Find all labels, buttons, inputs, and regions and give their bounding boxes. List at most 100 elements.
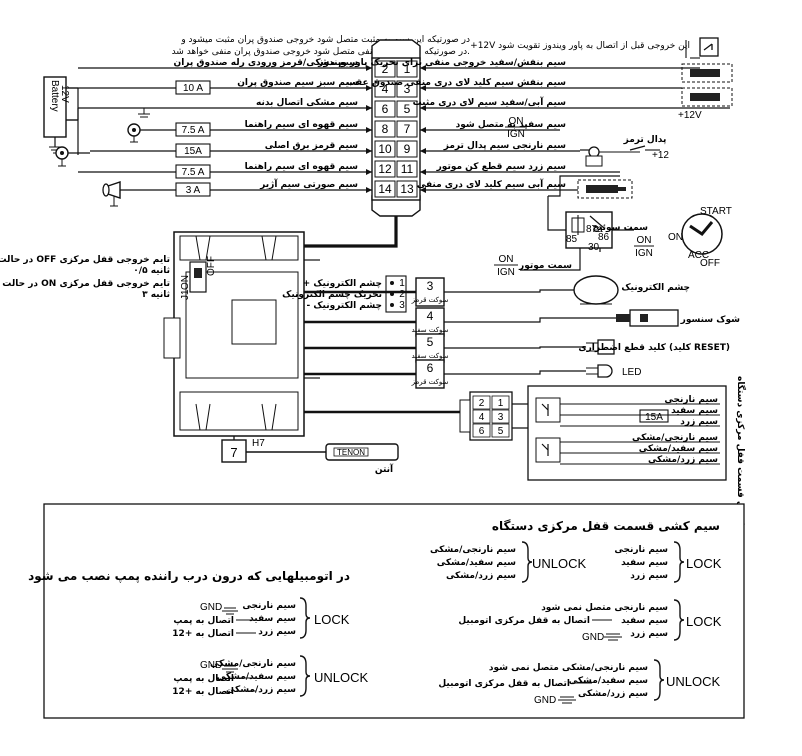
gnd-label: GND [200, 660, 222, 671]
lock-pin-number: 5 [498, 426, 504, 437]
bottom-wire-label: سیم سفید [621, 558, 668, 568]
pin-box [374, 80, 396, 98]
bottom-wire-label: سیم زرد [258, 627, 296, 637]
fuse-rating: 7.5 A [182, 125, 205, 136]
pin-box [374, 60, 396, 78]
antenna-label: آنتن [375, 463, 394, 475]
bottom-wire-label: سیم نارنجی [614, 545, 668, 555]
relay-motor-side: سمت موتور [518, 261, 572, 271]
socket-label: سوکت قرمز [411, 296, 449, 304]
jumper-note3: در حالت ON تایم خروجی قفل مرکزی [2, 279, 170, 289]
pin-number: 3 [404, 82, 411, 96]
brace [673, 541, 685, 583]
brake-plus12: +12 [652, 150, 669, 161]
lock-pin-number: 4 [479, 412, 485, 423]
brace [299, 655, 311, 697]
pin-number: 11 [401, 162, 414, 176]
pin-number: 5 [404, 102, 411, 116]
lock-pin-number: 1 [498, 398, 504, 409]
h7-label: H7 [252, 438, 265, 449]
brace [673, 599, 685, 641]
ignition-off: OFF [700, 258, 720, 269]
h7-num: 7 [230, 445, 237, 460]
ign-label: IGN [507, 129, 525, 140]
left-wire: 7.5 A سیم قهوه ای سیم راهنما [78, 162, 372, 179]
bottom-group-label: UNLOCK [314, 670, 369, 685]
lock-wire-label: سیم سفید [671, 406, 718, 416]
pin-box [374, 100, 396, 118]
relay-switch-side: سمت سوئیچ [592, 223, 648, 233]
wire-label: سیم قرمز برق اصلی [265, 141, 358, 151]
lock-pin-number: 6 [479, 426, 485, 437]
left-wire: 7.5 A سیم قهوه ای سیم راهنما [160, 120, 372, 137]
plus12-label: اتصال به +12 [172, 629, 234, 639]
sensor-pin-label: - چشم الکترونیک [306, 301, 382, 311]
pin-box [396, 180, 418, 198]
device-led-label: LED [622, 367, 641, 378]
fuse-box [175, 182, 211, 197]
socket: 3 سوکت قرمز [304, 277, 574, 307]
ignition-on: ON [668, 232, 683, 243]
wire-label: سیم قهوه ای سیم راهنما [245, 162, 359, 172]
bottom-subtitle: در اتومبیلهایی که درون درب راننده پمپ نص… [28, 569, 350, 584]
power-note: +12V این خروجی قبل از اتصال به پاور ویند… [470, 41, 690, 51]
main-harness [304, 216, 398, 248]
lock-pin-number: 3 [498, 412, 504, 423]
brake-label: پدال ترمز [623, 135, 667, 145]
bottom-wire-label: سیم زرد [630, 629, 668, 639]
pin-box [396, 120, 418, 138]
pin-number: 12 [378, 162, 392, 176]
brake-switch: پدال ترمز +12 [580, 135, 669, 167]
sensor-pin-number: 2 [399, 289, 405, 300]
pin-number: 7 [404, 122, 411, 136]
pin-box [396, 100, 418, 118]
ignition-switch: START ON ACC OFF [668, 206, 732, 269]
left-wire: سیم مشکی اتصال بدنه [78, 98, 372, 118]
top-note-line2: در صورتیکه این سیم به منفی متصل شود خروج… [172, 47, 470, 57]
bottom-wire-label: سیم نارنجی متصل نمی شود [541, 603, 668, 613]
top-note-line1: در صورتیکه این سیم به مثبت متصل شود خروج… [180, 35, 470, 45]
relay: 87a 86 85 30 سمت سوئیچ ON IGN ON IGN سمت… [494, 175, 654, 278]
wire-label: سیم قهوه ای سیم راهنما [245, 120, 359, 130]
bottom-wire-label: سیم سفید/مشکی [569, 676, 648, 686]
socket-label: سوکت سفید [411, 352, 448, 360]
socket-number: 3 [427, 279, 434, 293]
pin-number: 13 [400, 182, 414, 196]
jumper-label: J1 [180, 289, 191, 300]
bottom-note: اتصال به قفل مرکزی اتومبیل [438, 679, 570, 689]
pin-number: 9 [404, 142, 411, 156]
fuse-rating: 10 A [183, 83, 203, 94]
on-ign-marker: ON IGN [505, 116, 527, 140]
right-wire: سیم بنفش/سفید خروجی منفی برای تحریک پاور… [317, 58, 700, 71]
door-switch-plug [577, 179, 633, 199]
wire-label: سیم سفید به متصل شود [456, 120, 567, 130]
brace [299, 597, 311, 639]
pin-box [374, 160, 396, 178]
relay-ign-label: IGN [635, 248, 653, 259]
bottom-wire-label: سیم زرد/مشکی [446, 571, 516, 581]
sensor-pin-number: 3 [399, 300, 405, 311]
pin-box [396, 140, 418, 158]
pin-number: 6 [382, 102, 389, 116]
plus12-label: +12V [678, 110, 702, 121]
fuse-rating: 7.5 A [182, 167, 205, 178]
jumper-note4: ۳ ثانیه [142, 290, 170, 300]
right-wire: سیم آبی سیم کلید لای دری منفی [417, 178, 578, 193]
socket-label: سوکت قرمز [411, 378, 449, 386]
device-shock-label: شوک سنسور [680, 315, 740, 325]
power-window-output: +12V این خروجی قبل از اتصال به پاور ویند… [470, 37, 733, 121]
bottom-group-label: LOCK [686, 556, 722, 571]
pin-box [374, 180, 396, 198]
lamp-icon [55, 146, 90, 167]
gnd-label: GND [200, 602, 222, 613]
sensor-pin-label: + چشم الکترونیک [303, 279, 382, 289]
